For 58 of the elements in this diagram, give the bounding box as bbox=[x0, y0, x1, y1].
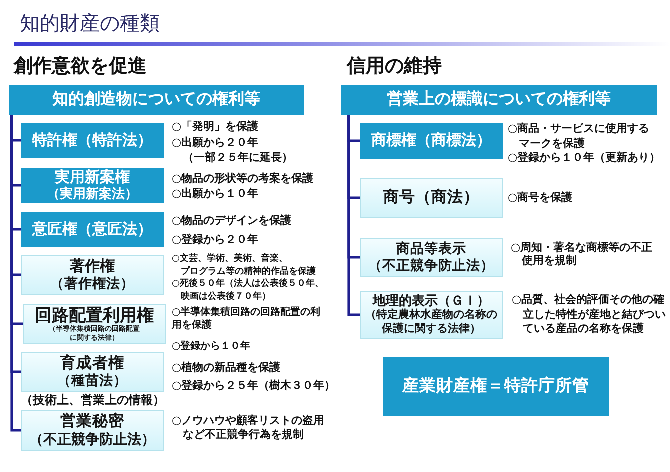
category-box bbox=[21, 168, 164, 203]
highlight-box bbox=[383, 357, 609, 416]
law-name: （種苗法） bbox=[58, 373, 128, 390]
description-text: ○出願から１０年 bbox=[172, 186, 259, 201]
header-bar bbox=[9, 85, 304, 115]
box-title: 回路配置利用権 bbox=[35, 306, 154, 325]
description-text: ○登録から２５年（樹木３０年） bbox=[172, 378, 336, 394]
category-box bbox=[360, 178, 503, 218]
description-text: ○文芸、学術、美術、音楽、プログラム等の精神的作品を保護 bbox=[172, 253, 317, 278]
box-title: 商品等表示 bbox=[396, 241, 466, 258]
box-title: 意匠権（意匠法） bbox=[32, 220, 152, 238]
law-name: （不正競争防止法） bbox=[368, 258, 494, 274]
box-title: 著作権 bbox=[70, 258, 115, 276]
description-text: ○周知・著名な商標等の不正使用を規制 bbox=[511, 241, 654, 267]
box-title: 商号（商法） bbox=[384, 188, 480, 208]
box-title: 地理的表示（ＧＩ） bbox=[373, 293, 490, 308]
header-title: 知的創造物についての権利等 bbox=[52, 90, 260, 110]
tree-connector bbox=[10, 115, 21, 432]
box-title: 特許権（特許法） bbox=[32, 132, 152, 150]
category-box bbox=[360, 238, 503, 277]
description-text: ○ノウハウや顧客リストの盗用など不正競争行為を規制 bbox=[172, 414, 326, 442]
description-text: ○植物の新品種を保護 bbox=[172, 360, 281, 376]
section-heading: 信用の維持 bbox=[347, 55, 442, 79]
description-text: ○死後５０年（法人は公表後５０年、映画は公表後７０年） bbox=[172, 278, 325, 303]
tree-connector bbox=[348, 115, 360, 316]
section-heading: 創作意欲を促進 bbox=[14, 55, 147, 79]
description-text: ○物品の形状等の考案を保護 bbox=[172, 171, 314, 186]
description-text: ○「発明」を保護 bbox=[172, 119, 259, 134]
box-title: 商標権（商標法） bbox=[372, 132, 492, 150]
category-box bbox=[360, 291, 503, 339]
category-box bbox=[21, 352, 164, 392]
description-text: ○商号を保護 bbox=[508, 191, 573, 206]
law-name: （不正競争防止法） bbox=[30, 431, 156, 448]
description-text: ○物品のデザインを保護 bbox=[172, 213, 292, 228]
category-box bbox=[21, 123, 164, 158]
box-title: 実用新案権 bbox=[55, 170, 130, 186]
header-title: 営業上の標識についての権利等 bbox=[387, 90, 611, 110]
description-text: ○商品・サービスに使用するマークを保護 bbox=[508, 122, 651, 151]
category-box bbox=[21, 212, 164, 247]
slide-title: 知的財産の種類 bbox=[20, 12, 160, 37]
law-name: （著作権法） bbox=[50, 276, 134, 292]
description-text: ○半導体集積回路の回路配置の利用を保護 bbox=[172, 306, 322, 332]
description-text: ○登録から２０年 bbox=[172, 232, 259, 247]
description-text: ○出願から２０年（一部２５年に延長） bbox=[172, 134, 294, 166]
box-title: 営業秘密 bbox=[60, 412, 124, 432]
description-text: ○登録から１０年 bbox=[172, 340, 251, 353]
category-box bbox=[21, 255, 164, 295]
note-text: （技術上、営業上の情報） bbox=[21, 393, 165, 408]
law-name: （実用新案法） bbox=[47, 186, 138, 202]
box-title: 育成者権 bbox=[60, 354, 124, 374]
description-text: ○登録から１０年（更新あり） bbox=[508, 151, 661, 166]
category-box bbox=[21, 410, 164, 451]
category-box bbox=[360, 123, 503, 159]
law-name: （特定農林水産物の名称の保護に関する法律） bbox=[364, 309, 498, 337]
description-text: ○品質、社会的評価その他の確立した特性が産地と結びついている産品の名称を保護 bbox=[512, 293, 667, 336]
header-bar bbox=[341, 85, 657, 115]
summary-text: 産業財産権＝特許庁所管 bbox=[402, 376, 590, 396]
category-box bbox=[23, 304, 166, 344]
